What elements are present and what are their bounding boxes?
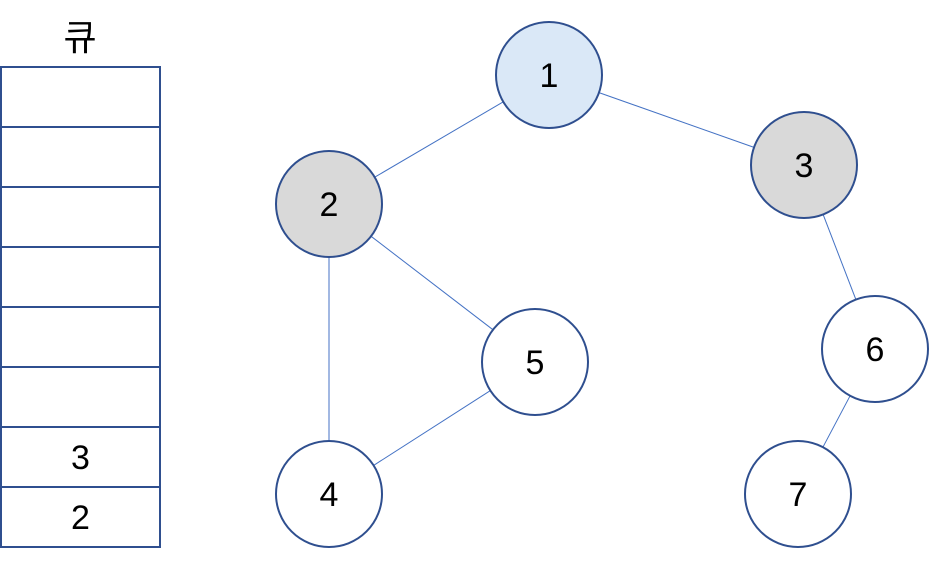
queue-cells: 32 <box>0 66 161 548</box>
queue-slot-box <box>0 126 161 188</box>
edge-4-5 <box>373 390 491 466</box>
queue-slot <box>0 366 161 428</box>
queue-slot-box <box>0 186 161 248</box>
queue-slot <box>0 186 161 248</box>
node-circle <box>481 308 589 416</box>
node-5: 5 <box>481 308 589 416</box>
node-circle <box>495 21 603 129</box>
edge-6-7 <box>822 395 851 448</box>
node-label: 4 <box>320 476 339 514</box>
queue-slot-box <box>0 246 161 308</box>
node-label: 7 <box>789 476 808 514</box>
queue-slot-box <box>0 66 161 128</box>
node-label: 2 <box>320 186 339 224</box>
node-2: 2 <box>275 150 383 258</box>
edge-1-3 <box>598 92 755 148</box>
node-7: 7 <box>744 440 852 548</box>
node-circle <box>744 440 852 548</box>
graph-nodes: 1 2 3 4 5 6 7 <box>275 21 929 548</box>
queue-slot <box>0 66 161 128</box>
node-1: 1 <box>495 21 603 129</box>
queue-slot <box>0 126 161 188</box>
node-label: 6 <box>866 331 885 369</box>
node-label: 3 <box>795 147 814 185</box>
node-4: 4 <box>275 440 383 548</box>
node-circle <box>821 295 929 403</box>
queue-slot-box <box>0 366 161 428</box>
queue-slot-value: 3 <box>71 439 90 477</box>
queue-slot: 2 <box>0 486 161 548</box>
queue-slot-value: 2 <box>71 499 90 537</box>
edge-2-5 <box>370 235 494 331</box>
node-circle <box>275 150 383 258</box>
queue: 큐 32 <box>0 18 161 548</box>
node-3: 3 <box>750 111 858 219</box>
graph-edges <box>328 92 857 466</box>
node-6: 6 <box>821 295 929 403</box>
queue-slot <box>0 246 161 308</box>
queue-slot-box <box>0 306 161 368</box>
queue-title: 큐 <box>63 18 96 59</box>
queue-slot: 3 <box>0 426 161 488</box>
edge-3-6 <box>822 214 857 300</box>
queue-slot <box>0 306 161 368</box>
queue-slot-box <box>0 426 161 488</box>
node-label: 5 <box>526 344 545 382</box>
node-label: 1 <box>540 57 559 95</box>
node-circle <box>750 111 858 219</box>
node-circle <box>275 440 383 548</box>
queue-slot-box <box>0 486 161 548</box>
edge-1-2 <box>374 101 504 178</box>
